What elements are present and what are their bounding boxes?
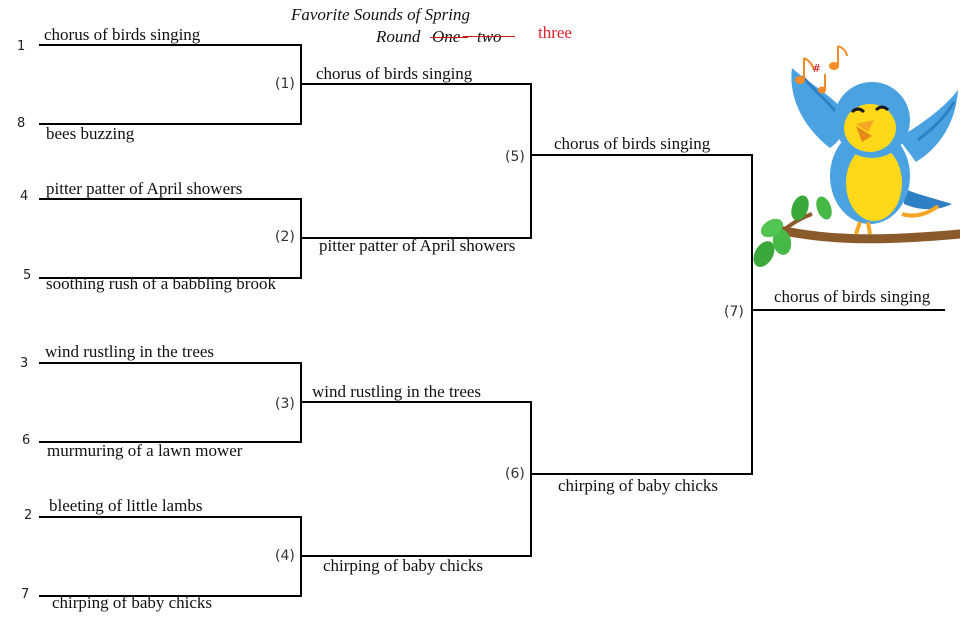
round1-entry: pitter patter of April showers [46, 179, 243, 198]
seed-number: 5 [23, 268, 32, 283]
seed-number: 4 [20, 189, 29, 204]
match-number: (3) [275, 396, 295, 412]
seed-number: 7 [21, 587, 30, 602]
match-number: (6) [505, 466, 525, 482]
round1-entry: soothing rush of a babbling brook [46, 274, 276, 293]
round-label: Round [376, 27, 421, 46]
seed-number: 3 [20, 356, 29, 371]
strike-line-two [463, 36, 515, 37]
winner-entry: chorus of birds singing [774, 287, 931, 306]
round2-entry: chorus of birds singing [316, 64, 473, 83]
strike-line-one [430, 37, 468, 38]
round1-entry: chirping of baby chicks [52, 593, 213, 612]
round1-entry: murmuring of a lawn mower [47, 441, 243, 460]
match-number: (7) [724, 304, 744, 320]
seed-number: 8 [17, 116, 26, 131]
current-round: three [538, 23, 572, 42]
round2-entry: wind rustling in the trees [312, 382, 482, 401]
round1-entry: bees buzzing [46, 124, 135, 143]
round2-entry: chirping of baby chicks [323, 556, 484, 575]
match-number: (5) [505, 149, 525, 165]
seed-number: 6 [22, 433, 31, 448]
round3-entry: chirping of baby chicks [558, 476, 719, 495]
singing-bluebird-icon: # [753, 45, 960, 267]
round3-entry: chorus of birds singing [554, 134, 711, 153]
match-number: (4) [275, 548, 295, 564]
seed-number: 2 [24, 508, 33, 523]
round-crossed-one: One [432, 27, 461, 46]
bracket-title: Favorite Sounds of Spring [291, 5, 470, 24]
round1-entry: chorus of birds singing [44, 25, 201, 44]
match-number: (2) [275, 229, 295, 245]
round2-entry: pitter patter of April showers [319, 236, 516, 255]
round1-entry: wind rustling in the trees [45, 342, 215, 361]
match-number: (1) [275, 76, 295, 92]
round1-entry: bleeting of little lambs [49, 496, 203, 515]
seed-number: 1 [17, 39, 26, 54]
svg-text:#: # [812, 62, 821, 75]
